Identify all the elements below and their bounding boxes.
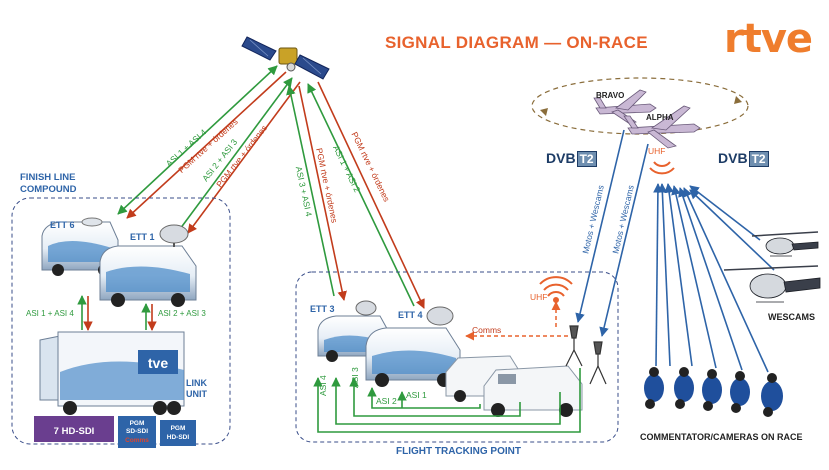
box-pgm-sd-l1: PGM	[130, 420, 145, 427]
label-ett3-down: PGM rtve + órdenes	[314, 147, 340, 224]
rtve-logo: rtve	[724, 16, 813, 62]
link-unit-line2: UNIT	[186, 389, 207, 399]
motorbike-3-icon	[702, 369, 722, 411]
label-bravo: BRAVO	[596, 91, 624, 100]
commentator-cameras-label: COMMENTATOR/CAMERAS ON RACE	[640, 432, 803, 442]
flight-tracking-point-box	[295, 271, 619, 443]
camera-uplinks	[653, 183, 775, 373]
label-ett1: ETT 1	[130, 232, 155, 242]
receiver-tripod-1-icon	[565, 325, 583, 367]
label-asi-compound-left: ASI 1 + ASI 4	[26, 309, 74, 318]
dvb-t2-logo-left-text: DVB	[546, 150, 576, 166]
race-motorbike-cameras	[644, 367, 783, 417]
motorbike-5-icon	[761, 373, 783, 417]
label-asi4: ASI 4	[318, 375, 328, 396]
label-comms: Comms	[472, 325, 501, 335]
uhf-antenna-icon	[539, 276, 573, 303]
receiver-tripod-2-icon	[589, 341, 607, 385]
finish-line-compound-line2: COMPOUND	[20, 184, 77, 195]
label-alpha: ALPHA	[646, 113, 674, 122]
flight-tracking-point-title: FLIGHT TRACKING POINT	[396, 446, 521, 457]
label-tracking-uhf: UHF	[530, 292, 547, 302]
wescam-helicopter-2-icon	[723, 265, 821, 303]
ett6-van-icon	[41, 217, 119, 276]
support-van-2-icon	[483, 365, 583, 417]
label-motos-wescams-2: Motos + Wescams	[610, 184, 635, 254]
label-asi3: ASI 3	[350, 367, 360, 388]
box-pgm-sd-l2: SD-SDI	[126, 428, 148, 435]
wescam-helicopter-1-icon	[751, 231, 819, 257]
asi-feed-lines	[313, 368, 581, 433]
link-unit-truck-logo: tve	[148, 355, 168, 371]
box-7-hd-sdi-label: 7 HD-SDI	[54, 426, 95, 437]
wescams-label: WESCAMS	[768, 312, 815, 322]
box-pgm-sd-l3: Comms	[125, 437, 149, 444]
dvb-t2-logo-right-text: DVB	[718, 150, 748, 166]
aircraft-uhf-antenna-icon	[649, 161, 675, 175]
box-pgm-hd-l1: PGM	[171, 425, 186, 432]
box-pgm-hd-l2: HD-SDI	[167, 434, 190, 441]
diagram-title: SIGNAL DIAGRAM — ON-RACE	[385, 33, 648, 52]
dvb-t2-logo-right-badge: T2	[748, 151, 769, 167]
motorbike-4-icon	[730, 371, 750, 413]
aircraft-orbit-path	[531, 77, 749, 135]
dvb-t2-logo-left-badge: T2	[576, 151, 597, 167]
motorbike-2-icon	[674, 367, 694, 409]
motorbike-1-icon	[644, 367, 664, 409]
box-7-hd-sdi	[34, 416, 114, 442]
finish-line-compound-title: FINISH LINE COMPOUND	[20, 172, 76, 196]
ett1-van-icon	[99, 224, 197, 307]
link-unit-line1: LINK	[186, 378, 207, 388]
satellite-icon	[241, 36, 330, 80]
box-pgm-sd-sdi	[118, 416, 156, 448]
label-aircraft-uhf: UHF	[648, 146, 665, 156]
label-asi1: ASI 1	[406, 390, 427, 400]
finish-line-compound-line1: FINISH LINE	[20, 172, 76, 183]
link-unit-truck-icon	[39, 331, 185, 415]
ett4-van-icon	[365, 306, 461, 387]
label-asi-compound-right: ASI 2 + ASI 3	[158, 309, 206, 318]
label-asi2: ASI 2	[376, 396, 397, 406]
label-ett6: ETT 6	[50, 220, 75, 230]
label-ett3: ETT 3	[310, 304, 335, 314]
satellite-links	[117, 65, 425, 309]
aircraft-alpha-icon	[623, 105, 701, 149]
box-pgm-hd-sdi	[160, 420, 196, 446]
link-unit-title: LINK UNIT	[186, 378, 207, 400]
label-ett4: ETT 4	[398, 310, 423, 320]
